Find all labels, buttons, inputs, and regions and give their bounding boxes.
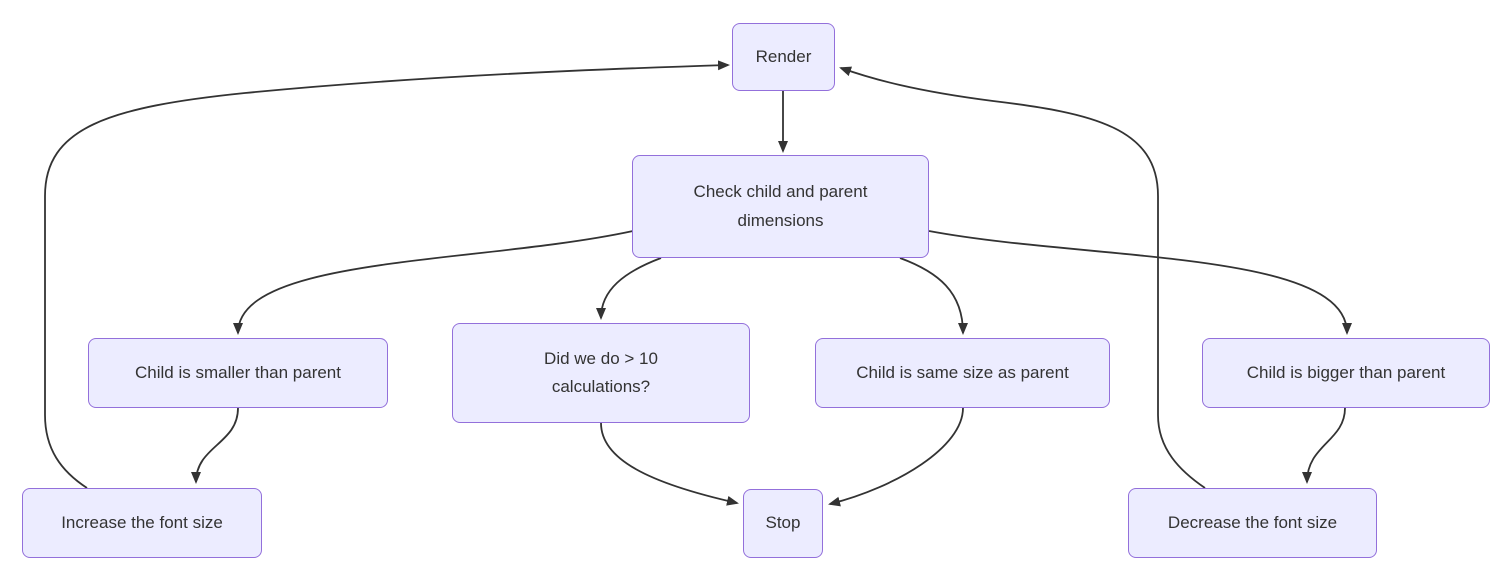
node-child-bigger: Child is bigger than parent (1202, 338, 1490, 408)
node-child-same-size: Child is same size as parent (815, 338, 1110, 408)
node-stop-label: Stop (765, 513, 801, 533)
edge-decrease-to-render (839, 66, 1206, 489)
node-decrease-font-size: Decrease the font size (1128, 488, 1377, 558)
edge-increase-to-render (44, 60, 730, 489)
edge-check-to-calculations (596, 257, 662, 320)
node-child-smaller-label: Child is smaller than parent (135, 362, 341, 382)
node-render-label: Render (755, 46, 812, 66)
node-child-smaller: Child is smaller than parent (88, 338, 388, 408)
edge-smaller-to-increase (191, 407, 239, 484)
edge-check-to-bigger (928, 230, 1352, 335)
node-calculations-check-label: Did we do > 10 calculations? (544, 348, 658, 396)
node-increase-font-size: Increase the font size (22, 488, 262, 558)
edge-check-to-same (899, 257, 968, 335)
node-check-dimensions-label: Check child and parent dimensions (693, 182, 868, 230)
node-decrease-font-size-label: Decrease the font size (1167, 512, 1338, 532)
node-increase-font-size-label: Increase the font size (61, 512, 223, 532)
node-stop: Stop (743, 489, 823, 558)
node-calculations-check: Did we do > 10 calculations? (452, 323, 750, 423)
node-child-same-size-label: Child is same size as parent (856, 362, 1069, 382)
node-check-dimensions: Check child and parent dimensions (632, 155, 929, 258)
node-render: Render (732, 23, 835, 91)
edge-same-to-stop (828, 407, 964, 507)
edge-calculations-to-stop (600, 422, 739, 506)
edge-bigger-to-decrease (1302, 407, 1346, 484)
edge-check-to-smaller (233, 230, 634, 335)
node-child-bigger-label: Child is bigger than parent (1246, 362, 1446, 382)
